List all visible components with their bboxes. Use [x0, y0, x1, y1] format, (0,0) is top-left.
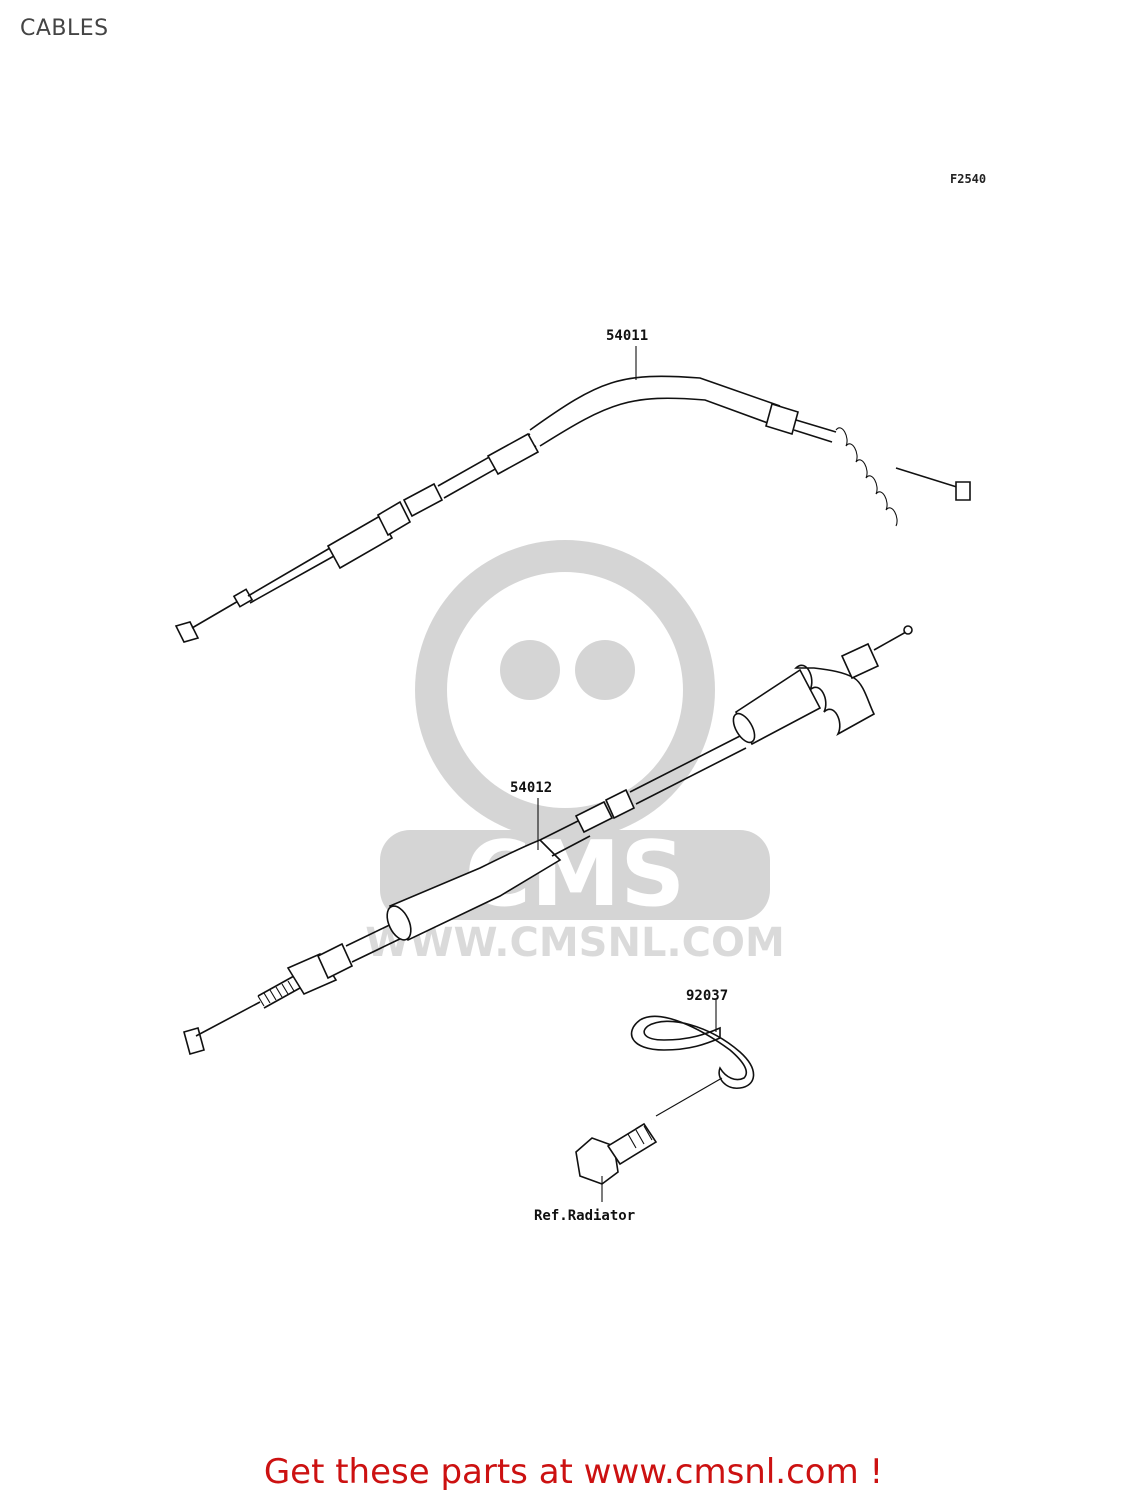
bolt: [575, 1122, 658, 1202]
cable-54012: [183, 625, 913, 1055]
page-title: CABLES: [20, 16, 109, 41]
part-label-54012[interactable]: 54012: [510, 780, 553, 796]
reference-note: Ref.Radiator: [534, 1208, 636, 1224]
part-label-92037[interactable]: 92037: [686, 988, 729, 1004]
cable-54011: [174, 346, 971, 643]
footer-promo-link[interactable]: Get these parts at www.cmsnl.com !: [263, 1452, 884, 1492]
clamp-92037: [630, 1000, 755, 1117]
part-label-54011[interactable]: 54011: [606, 328, 649, 344]
figure-code: F2540: [950, 172, 987, 186]
